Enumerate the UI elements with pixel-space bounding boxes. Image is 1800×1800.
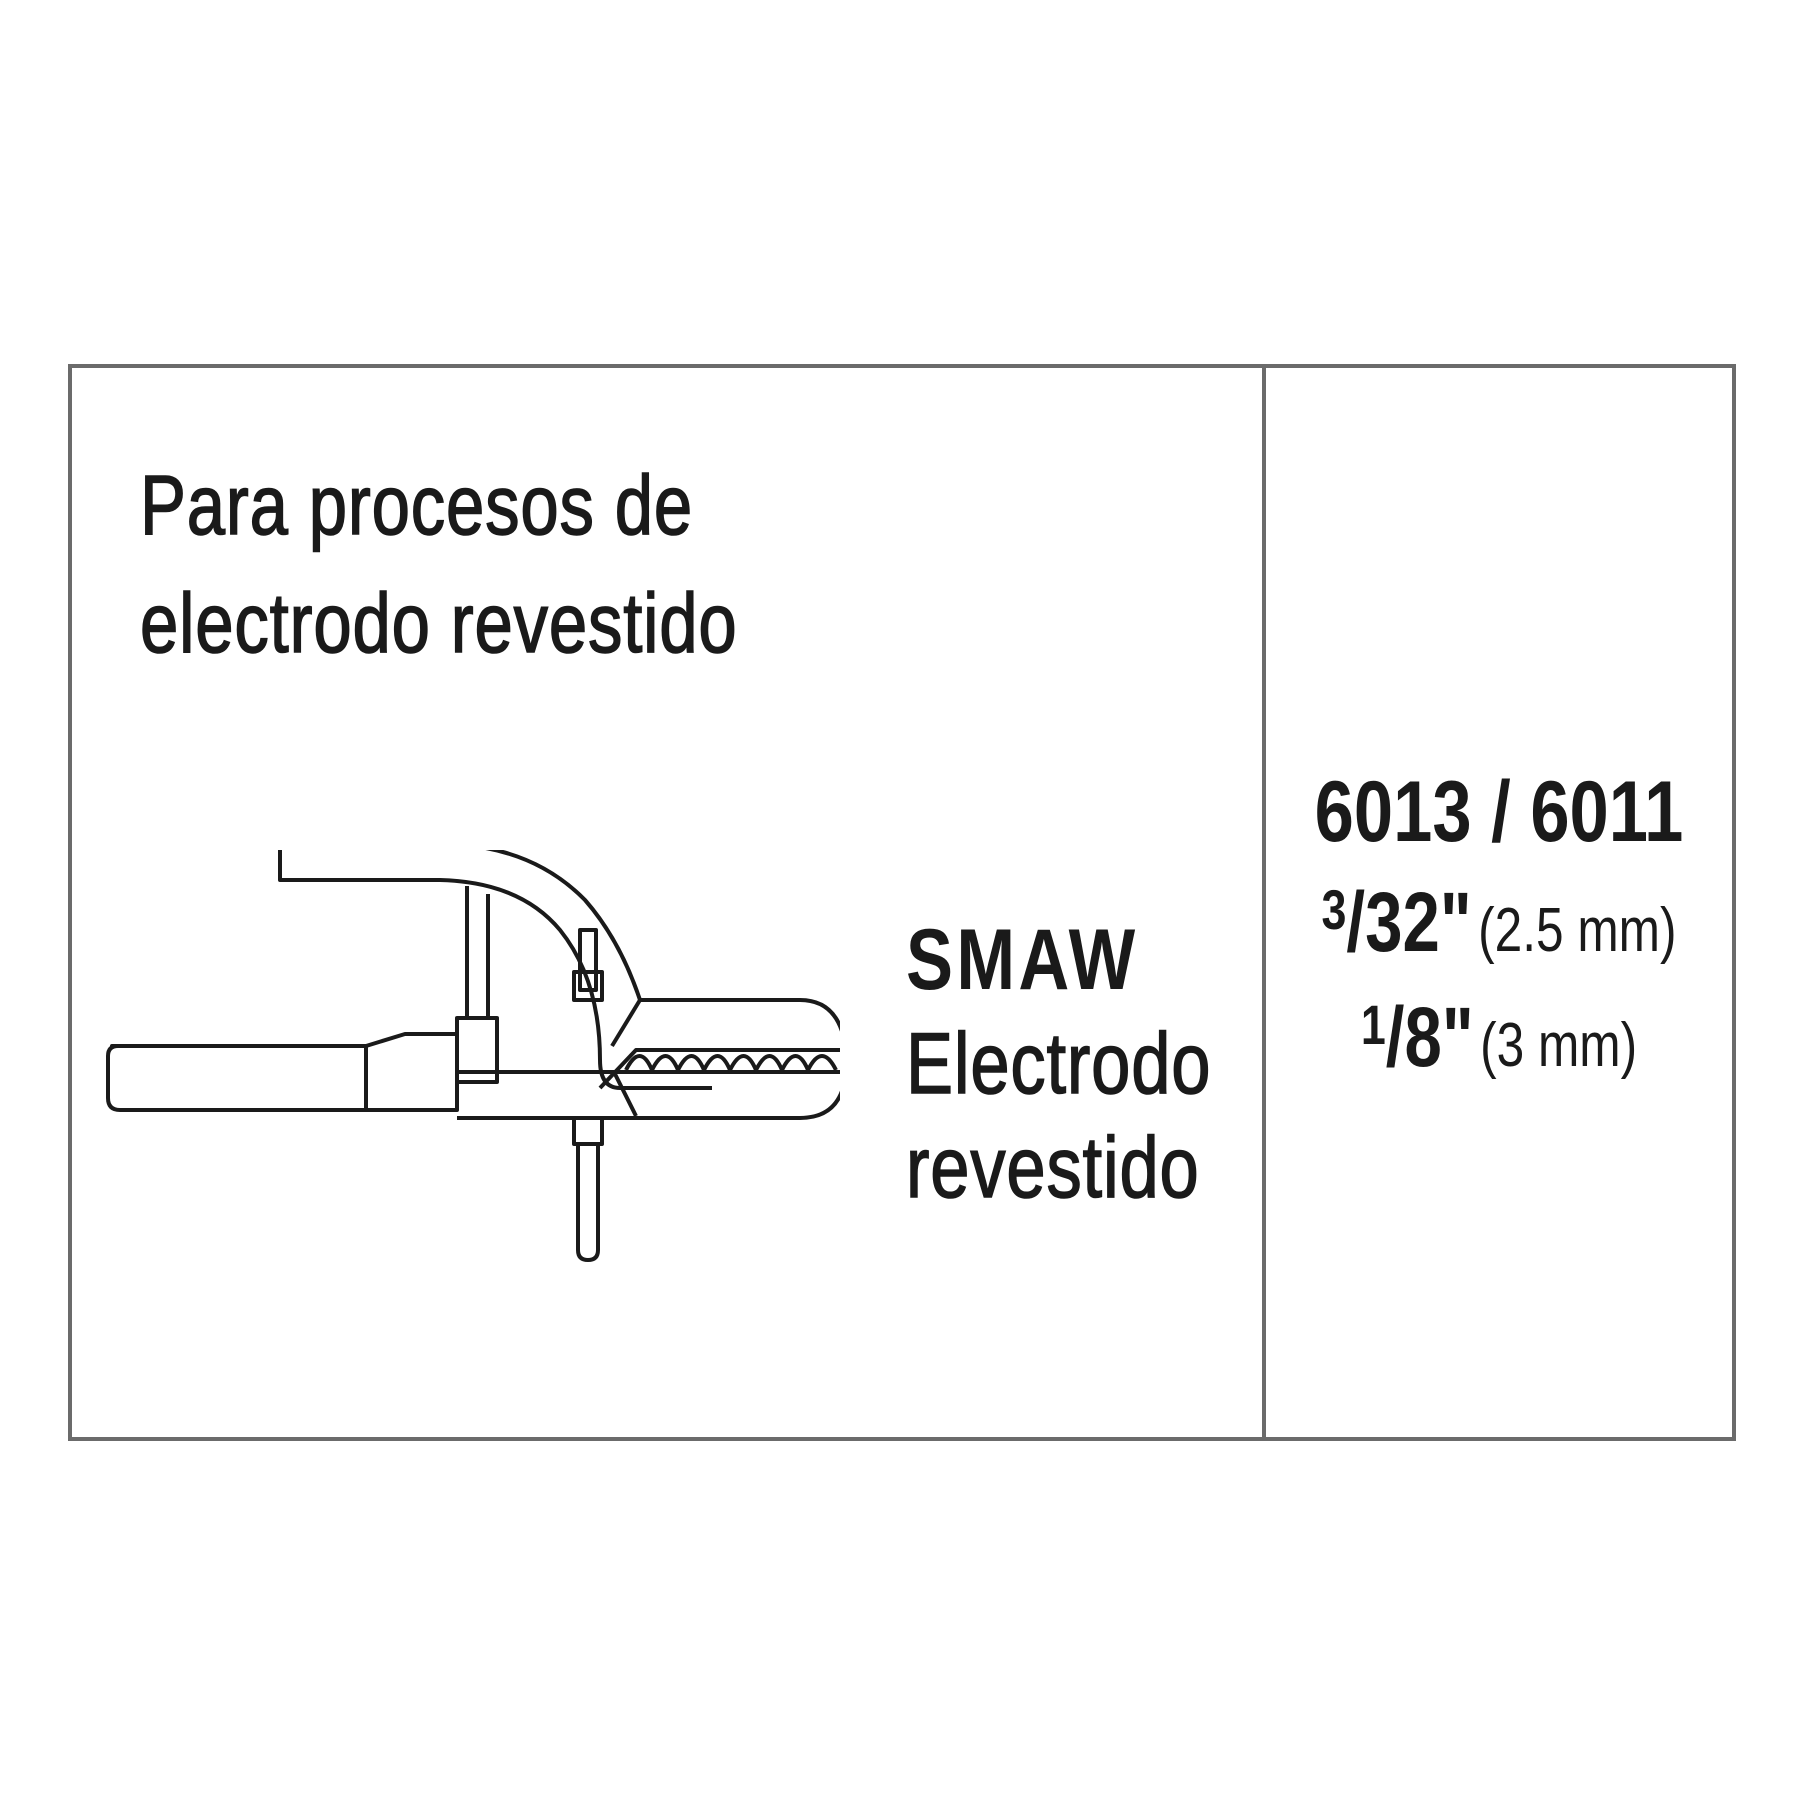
electrode-specs: 6013 / 6011 3/32"(2.5 mm) 1/8"(3 mm) [1266,762,1732,1110]
size-numerator: 3 [1321,878,1347,941]
size-fraction: 1/8" [1361,990,1474,1084]
panel-divider [1262,364,1266,1441]
panel-heading: Para procesos de electrodo revestido [139,446,960,682]
size-numerator: 1 [1360,993,1386,1056]
process-line-1: Electrodo [905,1015,1212,1113]
size-metric: (2.5 mm) [1478,896,1677,965]
size-metric: (3 mm) [1480,1011,1638,1080]
info-panel-frame [68,364,1736,1441]
size-row-1: 3/32"(2.5 mm) [1313,862,1686,995]
size-row-2: 1/8"(3 mm) [1313,977,1686,1110]
process-line-2: revestido [905,1119,1200,1217]
electrode-types: 6013 / 6011 [1314,764,1684,860]
size-denominator: /8" [1385,990,1474,1084]
electrode-holder-icon [106,850,840,1262]
process-label: SMAW Electrodo revestido [905,908,1234,1220]
process-code: SMAW [906,912,1139,1008]
size-denominator: /32" [1346,875,1472,969]
heading-line-1: Para procesos de [139,457,694,553]
size-fraction: 3/32" [1321,875,1471,969]
heading-line-2: electrodo revestido [139,575,738,671]
